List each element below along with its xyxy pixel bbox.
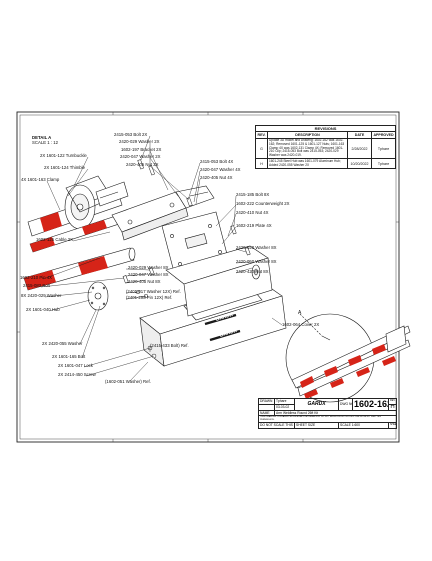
callout-2420-405-nut-8x: 2420-405 Nut 8X — [128, 279, 161, 284]
sheet-number: SHEET 1 OF 3 — [388, 422, 397, 429]
hub-disc — [87, 281, 109, 311]
drawing-number: 1602-162 — [352, 398, 389, 411]
callout-2420-420-nut: 2420-420 Nut 8X — [236, 269, 269, 274]
callout-1601-165-bolt: 2X 1601-165 Bolt — [52, 354, 86, 359]
detail-a-title: DETAIL A — [32, 135, 52, 140]
revision-approved: Tphare — [370, 158, 397, 170]
callout-2415-433-bolt-ref: (2415-433 Bolt) Ref. — [150, 343, 189, 348]
detail-a-hub-assembly — [27, 175, 129, 237]
callout-2420-047-washer-4x: 2420-047 Washer 4X — [200, 167, 241, 172]
rev-header-approved: APPROVED — [370, 131, 397, 139]
callout-pin: 1602-210 Pin 4X — [20, 275, 53, 280]
callout-2420-029-washer: 2420-029 Washer 2X — [119, 139, 160, 144]
callout-2420-047-washer: 2420-047 Washer 2X — [120, 154, 161, 159]
callout-2415-053-bolt: 2415-053 Bolt 2X — [114, 132, 148, 137]
callout-1601-047-lock: 2X 1601-047 Lock — [58, 363, 93, 368]
callout-cable: 1602-125 Cable 2X — [36, 237, 74, 242]
main-arm-upper — [29, 213, 126, 253]
callout-2401-017-washer-ref: (2401-017 Washer 12X) Ref. — [126, 289, 181, 294]
upper-housing — [165, 245, 273, 317]
detail-a-marker: A — [298, 310, 302, 316]
main-arm-left — [23, 247, 136, 291]
leader-lines — [40, 135, 283, 382]
callout-cover: 1602-064 Cover 2X — [282, 322, 320, 327]
revisions-table: REVISIONS REV. DESCRIPTION DATE APPROVED… — [254, 124, 397, 170]
callout-2414-450-screw: 2X 2414-450 Screw — [58, 372, 96, 377]
rev-value: H — [388, 403, 397, 411]
proprietary-notice: THIS DRAWING CONTAINS PROPRIETARY INFORM… — [258, 415, 397, 424]
revision-approved: Tphare — [370, 137, 397, 160]
callout-2401-298-pin-ref: (2401-298 Pin 12X) Ref. — [126, 295, 173, 300]
company-logo: GARDX — [294, 398, 339, 411]
callout-2420-410-nut: 2420-410 Nut 4X — [236, 210, 269, 215]
no-scale-note: DO NOT SCALE THIS DRAWING — [258, 422, 295, 429]
dwg-no-label: DWG NO. — [338, 398, 353, 411]
revision-letter: H — [255, 158, 268, 170]
cover-brand-text-1: GARDX — [215, 312, 235, 323]
detail-a-view — [285, 313, 411, 403]
callout-2420-405-nut: 2420-405 Nut 2X — [126, 162, 159, 167]
callout-2420-405-nut-4x: 2420-405 Nut 4X — [200, 175, 233, 180]
callout-hub: 2X 1601-040 Hub — [26, 307, 60, 312]
callout-8x-washer: 8X 2420-029 Washer — [21, 293, 62, 298]
callout-2420-020-washer: 2420-020 Washer 8X — [236, 245, 277, 250]
revision-letter: G — [255, 137, 268, 160]
revision-date: 10/20/2022 — [347, 158, 372, 170]
revision-row: H 1601-245 Steel Hub was 1601-079 Alumin… — [255, 158, 397, 170]
sheet-size: SHEET SIZE — [294, 422, 339, 429]
callout-2420-029-washer-8x: 2420-029 Washer 8X — [128, 265, 169, 270]
callout-counterweight: 1602-222 Counterweight 2X — [236, 201, 290, 206]
revision-row: G Update 3D model and Drawing: 1602-162 … — [255, 137, 397, 160]
detail-marker-letter: A — [298, 310, 302, 316]
callout-2415-185-bolt: 2415-185 Bolt 8X — [236, 192, 270, 197]
callout-2415-083-bolt: 2415-083 Bolt — [23, 283, 50, 288]
callout-turnbuckle: 2X 1601-122 Turnbuckle — [40, 153, 87, 158]
callout-1602-197-bracket: 1602-197 Bracket 2X — [121, 147, 162, 152]
drawn-date: 03-03-02 — [274, 403, 295, 411]
callout-2420-050-washer: 2420-050 Washer 8X — [236, 259, 277, 264]
callout-1602-051-washer-ref: (1602-051 Washer) Ref. — [105, 379, 151, 384]
title-block: DRAWN Tphare GARDX DWG NO. 1602-162 REV.… — [258, 398, 397, 440]
callout-2420-055-washer: 2X 2420-055 Washer — [42, 341, 83, 346]
callout-2415-053-bolt-4x: 2415-053 Bolt 4X — [200, 159, 234, 164]
callout-plate: 1602-219 Plate 4X — [236, 223, 272, 228]
callout-clamp: 4X 1601-163 Clamp — [21, 177, 60, 182]
revision-date: 2/28/2022 — [347, 137, 372, 160]
cover-brand-text-2: GARDX — [219, 328, 239, 339]
callout-2420-047-washer-8x: 2420-047 Washer 8X — [128, 272, 169, 277]
scale-note: SCALE 1:600 — [338, 422, 389, 429]
detail-a-scale: SCALE 1 : 12 — [32, 140, 59, 145]
revision-description: 1601-245 Steel Hub was 1601-079 Aluminum… — [267, 158, 348, 170]
callout-thimble: 2X 1601-124 Thimble — [44, 165, 86, 170]
revision-description: Update 3D model and Drawing: 1602-162 wa… — [267, 137, 348, 160]
